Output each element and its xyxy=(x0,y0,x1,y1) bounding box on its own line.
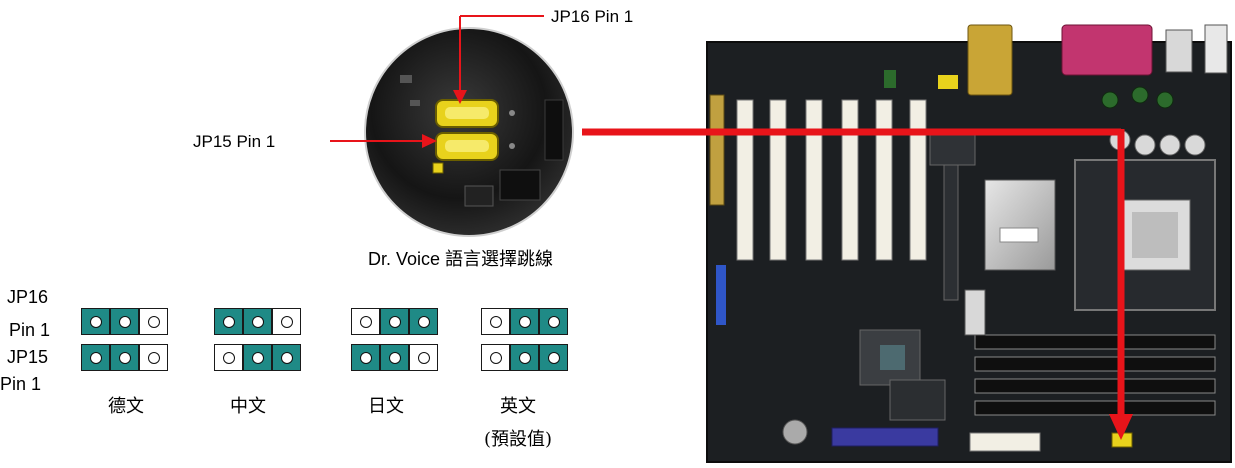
language-label-german: 德文 xyxy=(108,396,144,417)
open-pin-icon xyxy=(147,351,160,364)
jp15-config-english xyxy=(481,344,568,371)
jp15-config-japanese xyxy=(351,344,438,371)
covered-pin-icon xyxy=(547,315,560,328)
jp16-pin1-callout: JP16 Pin 1 xyxy=(551,7,634,26)
language-label-chinese: 中文 xyxy=(230,396,266,417)
pin xyxy=(110,308,139,335)
jp16-jumper-photo xyxy=(435,99,499,128)
pin xyxy=(243,308,272,335)
covered-pin-icon xyxy=(388,315,401,328)
covered-pin-icon xyxy=(518,351,531,364)
pci-slots xyxy=(736,99,927,261)
covered-pin-icon xyxy=(417,315,430,328)
covered-pin-icon xyxy=(547,351,560,364)
covered-pin-icon xyxy=(222,315,235,328)
covered-pin-icon xyxy=(89,315,102,328)
pin xyxy=(139,308,168,335)
dimm-slots xyxy=(974,334,1216,416)
pin xyxy=(409,344,438,371)
open-pin-icon xyxy=(147,315,160,328)
pin xyxy=(539,344,568,371)
jp15-side-label: JP15 xyxy=(7,347,49,367)
pin xyxy=(110,344,139,371)
pin xyxy=(214,308,243,335)
jp16-config-chinese xyxy=(214,308,301,335)
jp15-config-german xyxy=(81,344,168,371)
covered-pin-icon xyxy=(251,315,264,328)
pin xyxy=(81,344,110,371)
jp16-config-german xyxy=(81,308,168,335)
pin xyxy=(481,344,510,371)
pin xyxy=(272,344,301,371)
language-label-english: 英文 xyxy=(500,396,536,417)
open-pin-icon xyxy=(489,351,502,364)
pin xyxy=(214,344,243,371)
jp16-config-japanese xyxy=(351,308,438,335)
pin xyxy=(243,344,272,371)
pin xyxy=(380,308,409,335)
open-pin-icon xyxy=(489,315,502,328)
open-pin-icon xyxy=(280,315,293,328)
language-label-japanese: 日文 xyxy=(368,396,404,417)
jp16-callout-arrow xyxy=(453,15,544,104)
pin xyxy=(539,308,568,335)
covered-pin-icon xyxy=(280,351,293,364)
pin1-top-side-label: Pin 1 xyxy=(9,320,51,340)
open-pin-icon xyxy=(417,351,430,364)
pin xyxy=(272,308,301,335)
open-pin-icon xyxy=(359,315,372,328)
location-arrow xyxy=(582,128,1133,440)
covered-pin-icon xyxy=(359,351,372,364)
covered-pin-icon xyxy=(518,315,531,328)
pin xyxy=(139,344,168,371)
covered-pin-icon xyxy=(118,315,131,328)
pin1-bottom-side-label: Pin 1 xyxy=(0,374,42,394)
open-pin-icon xyxy=(222,351,235,364)
pin xyxy=(481,308,510,335)
pin xyxy=(409,308,438,335)
pin xyxy=(351,308,380,335)
jp15-callout-arrow xyxy=(330,134,437,148)
zoom-lens xyxy=(364,27,574,237)
covered-pin-icon xyxy=(89,351,102,364)
covered-pin-icon xyxy=(251,351,264,364)
jp16-side-label: JP16 xyxy=(7,287,49,307)
pin xyxy=(351,344,380,371)
jp15-pin1-callout: JP15 Pin 1 xyxy=(193,132,276,151)
jp15-config-chinese xyxy=(214,344,301,371)
pin xyxy=(81,308,110,335)
jp16-config-english xyxy=(481,308,568,335)
motherboard xyxy=(706,24,1232,463)
pin xyxy=(510,344,539,371)
diagram-caption: Dr. Voice 語言選擇跳線 xyxy=(368,249,554,269)
jp15-jumper-photo xyxy=(435,132,499,161)
pin xyxy=(380,344,409,371)
default-note: (預設值) xyxy=(484,429,553,450)
covered-pin-icon xyxy=(118,351,131,364)
pin xyxy=(510,308,539,335)
covered-pin-icon xyxy=(388,351,401,364)
